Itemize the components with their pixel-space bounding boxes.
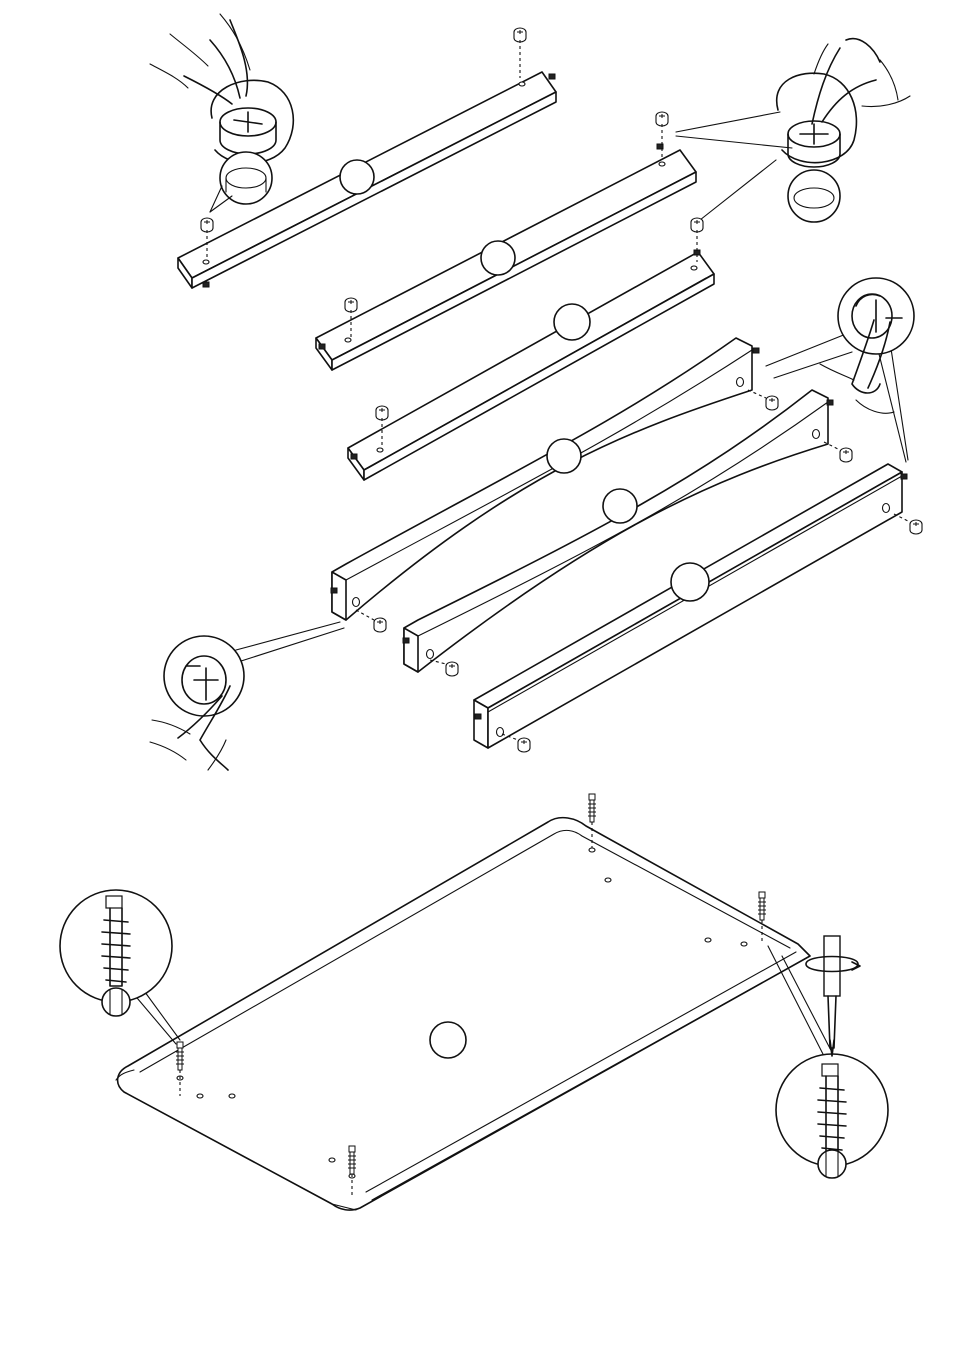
cam-lock-icon	[518, 738, 530, 752]
part-label-a	[340, 160, 374, 194]
rail-f	[474, 464, 907, 748]
cam-lock-icon	[345, 298, 357, 312]
base-board	[116, 818, 810, 1210]
part-label-f	[671, 563, 709, 601]
screwdriver-icon	[806, 936, 860, 1056]
hand-icon	[150, 14, 250, 104]
part-label-b	[481, 241, 515, 275]
cam-lock-icon	[201, 218, 213, 232]
part-label-base	[430, 1022, 466, 1058]
cam-lock-icon	[446, 662, 458, 676]
dowel-detail-icon	[60, 890, 180, 1044]
cam-lock-icon	[376, 406, 388, 420]
cam-lock-icon	[691, 218, 703, 232]
hand-icon	[812, 39, 910, 124]
panel-c	[348, 250, 714, 480]
cam-lock-detail-icon	[210, 80, 293, 212]
cam-lock-icon	[840, 448, 852, 462]
cam-lock-icon	[910, 520, 922, 534]
cam-lock-icon	[514, 28, 526, 42]
cam-lock-detail-icon	[164, 622, 344, 716]
part-label-d	[547, 439, 581, 473]
cam-lock-detail-icon	[676, 73, 856, 222]
part-label-e	[603, 489, 637, 523]
cam-lock-icon	[766, 396, 778, 410]
cam-bolt-icon	[758, 892, 766, 920]
cam-lock-icon	[374, 618, 386, 632]
cam-lock-icon	[656, 112, 668, 126]
part-label-c	[554, 304, 590, 340]
cam-bolt-icon	[588, 794, 596, 822]
